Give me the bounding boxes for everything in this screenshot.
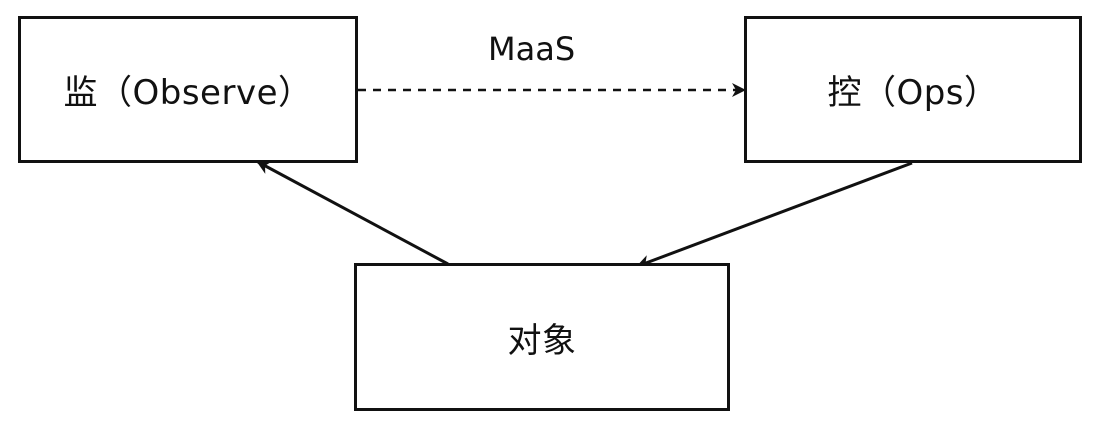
node-observe-label: 监（Observe）: [63, 73, 313, 113]
node-ops-label: 控（Ops）: [827, 73, 999, 113]
edge-ops-to-object: [636, 161, 913, 269]
edge-object-to-observe: [256, 160, 449, 266]
node-object: 对象: [354, 263, 730, 411]
node-observe: 监（Observe）: [18, 16, 358, 163]
node-ops: 控（Ops）: [744, 16, 1082, 163]
edge-label-maas: MaaS: [488, 30, 576, 68]
node-object-label: 对象: [507, 320, 577, 361]
